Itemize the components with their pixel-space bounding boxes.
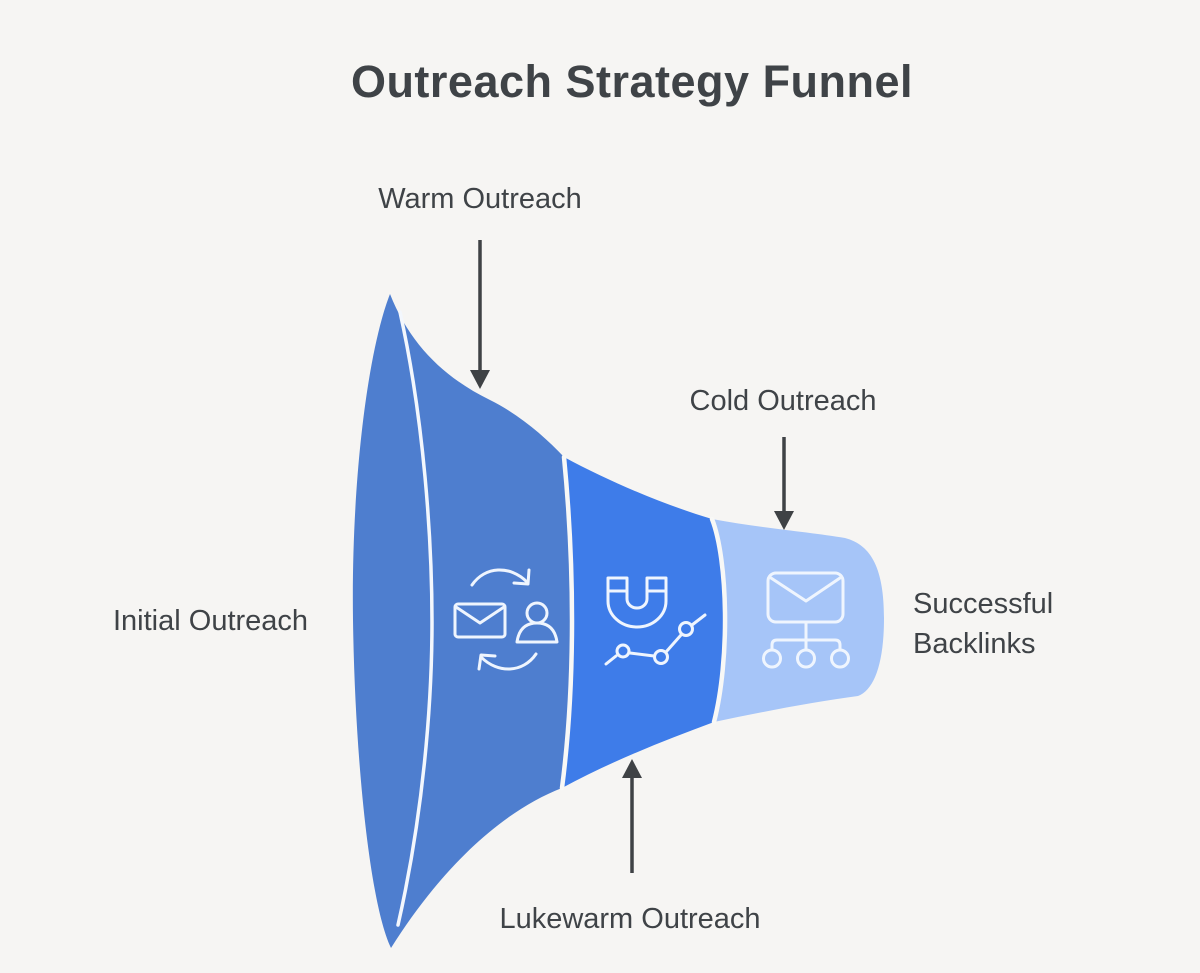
email-person-sync-icon	[453, 568, 559, 671]
cold-outreach-label: Cold Outreach	[689, 385, 877, 417]
warm-outreach-arrow	[470, 240, 490, 389]
funnel-rim-line	[396, 310, 434, 927]
lukewarm-outreach-arrow	[622, 759, 642, 873]
cold-outreach-arrow	[774, 437, 794, 530]
initial-outreach-label: Initial Outreach	[113, 605, 309, 637]
magnet-growth-icon	[604, 576, 707, 666]
segment-divider-2	[709, 516, 728, 725]
diagram-title: Outreach Strategy Funnel	[350, 56, 914, 107]
funnel-segment-initial	[352, 294, 572, 948]
funnel-segment-middle	[562, 457, 726, 788]
email-sitemap-icon	[762, 571, 850, 669]
successful-backlinks-label: Successful Backlinks	[913, 588, 1054, 660]
lukewarm-outreach-label: Lukewarm Outreach	[499, 903, 761, 935]
segment-divider-1	[559, 454, 575, 791]
warm-outreach-label: Warm Outreach	[378, 183, 582, 215]
